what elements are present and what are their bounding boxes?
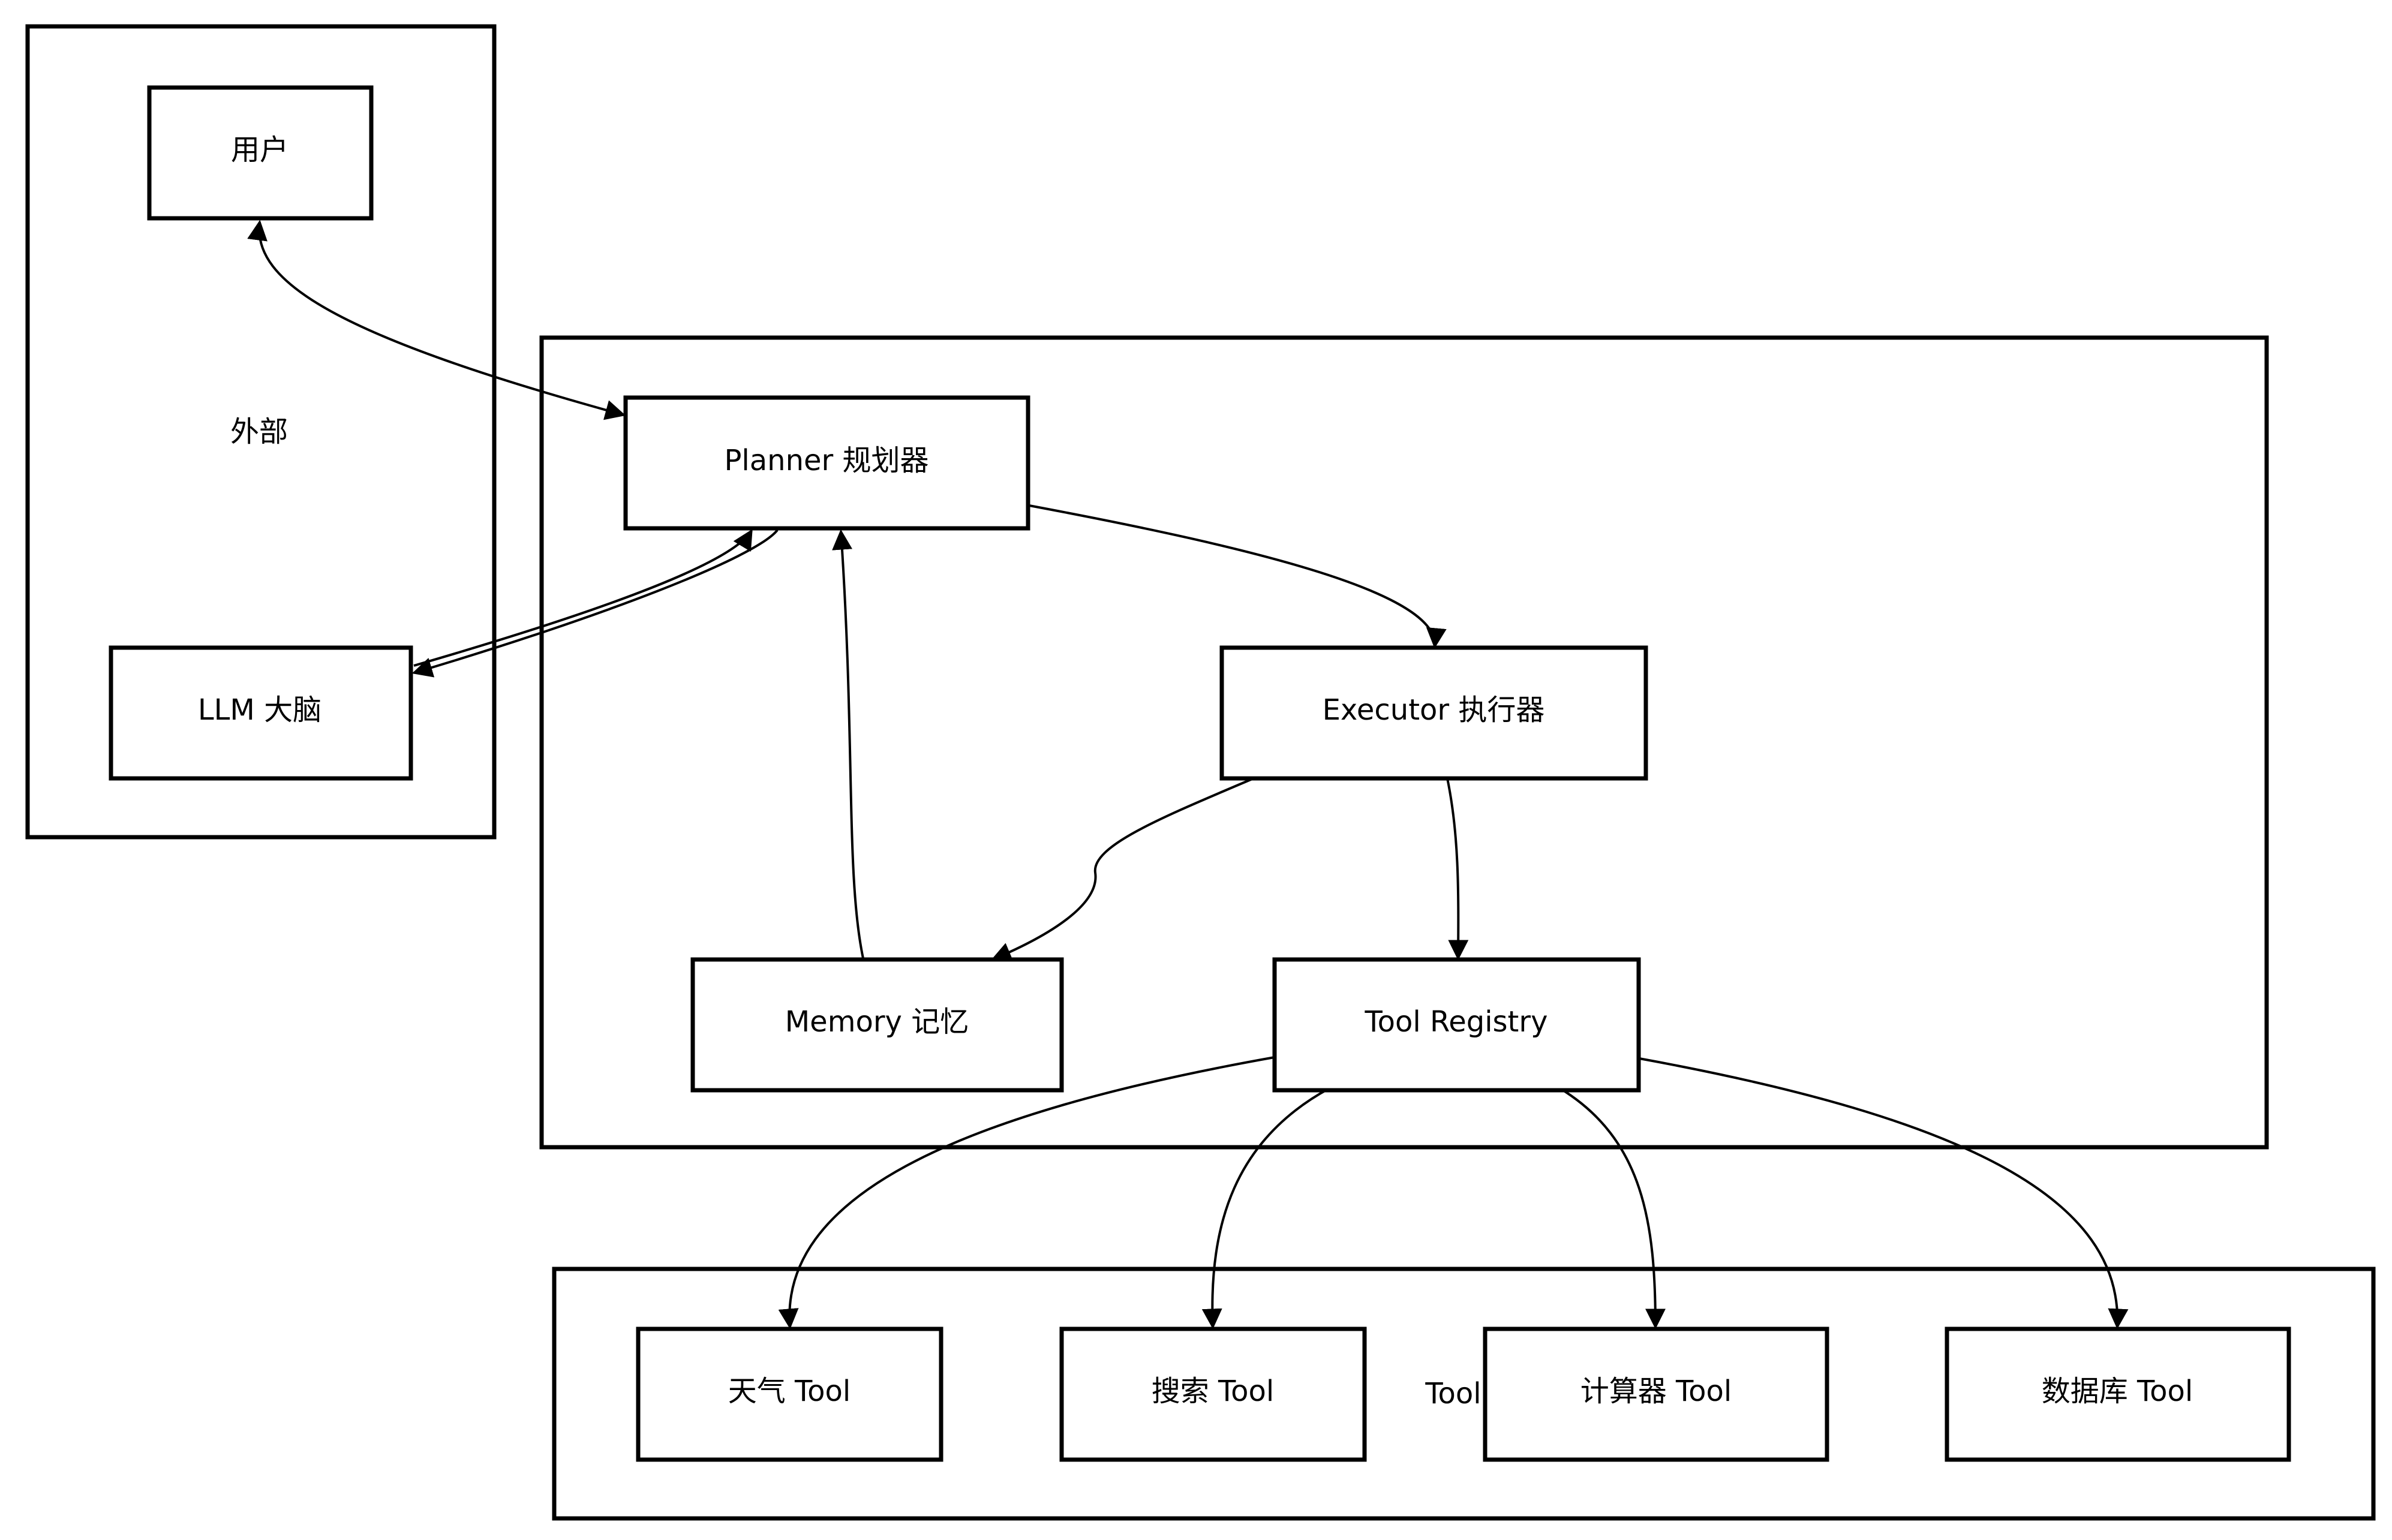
edge-user-planner (247, 219, 626, 420)
node-registry-label: Tool Registry (1365, 1005, 1548, 1039)
group-external-label: 外部 (230, 415, 288, 449)
node-weather-tool: 天气 Tool (636, 1327, 943, 1462)
node-database-tool-label: 数据库 Tool (2042, 1374, 2193, 1408)
node-database-tool-box (1945, 1327, 2291, 1462)
edge-planner-llm (411, 529, 779, 678)
node-calculator-tool-box (1483, 1327, 1829, 1462)
node-registry-box (1272, 957, 1641, 1093)
node-search-tool-label: 搜索 Tool (1152, 1374, 1275, 1408)
node-planner: Planner 规划器 (623, 395, 1030, 531)
node-executor-label: Executor 执行器 (1323, 693, 1545, 727)
node-user-label: 用户 (231, 133, 289, 167)
node-planner-box (623, 395, 1030, 531)
edge-registry-database (1639, 1057, 2129, 1330)
node-user-box (147, 85, 374, 221)
edge-registry-search (1201, 1087, 1330, 1330)
edge-registry-weather (778, 1056, 1275, 1330)
node-calculator-tool-label: 计算器 Tool (1580, 1374, 1732, 1408)
node-memory-label: Memory 记忆 (785, 1005, 969, 1039)
edge-registry-calculator (1559, 1087, 1666, 1330)
edge-planner-executor (1029, 504, 1447, 649)
node-llm-label: LLM 大脑 (198, 693, 321, 727)
edges (247, 219, 2129, 1330)
node-executor-box (1219, 645, 1648, 781)
node-llm-box (109, 645, 413, 781)
node-llm: LLM 大脑 (109, 645, 413, 781)
node-weather-tool-label: 天气 Tool (728, 1374, 851, 1408)
node-weather-tool-box (636, 1327, 943, 1462)
edge-llm-planner (413, 529, 753, 667)
node-calculator-tool: 计算器 Tool (1483, 1327, 1829, 1462)
node-search-tool-box (1059, 1327, 1367, 1462)
node-memory: Memory 记忆 (690, 957, 1064, 1093)
edge-memory-planner (832, 529, 864, 959)
edge-executor-memory (990, 777, 1254, 962)
node-user: 用户 (147, 85, 374, 221)
node-search-tool: 搜索 Tool (1059, 1327, 1367, 1462)
node-executor: Executor 执行器 (1219, 645, 1648, 781)
edge-executor-registry (1446, 778, 1469, 961)
group-tools-label: Tool (1425, 1377, 1481, 1410)
node-database-tool: 数据库 Tool (1945, 1327, 2291, 1462)
node-registry: Tool Registry (1272, 957, 1641, 1093)
node-memory-box (690, 957, 1064, 1093)
node-planner-label: Planner 规划器 (724, 444, 928, 477)
